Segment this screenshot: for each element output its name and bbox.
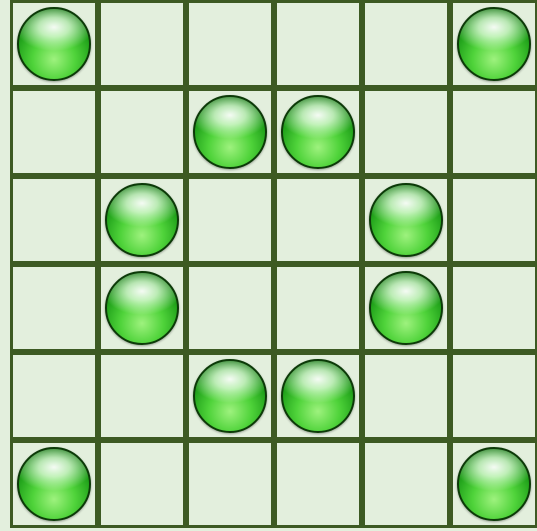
board-cell-r2-c4[interactable] <box>362 176 450 264</box>
board-cell-r4-c2[interactable] <box>186 352 274 440</box>
board-cell-r0-c0[interactable] <box>10 0 98 88</box>
board-cell-r3-c1[interactable] <box>98 264 186 352</box>
board-cell-r3-c2[interactable] <box>186 264 274 352</box>
board-cell-r3-c3[interactable] <box>274 264 362 352</box>
board-cell-r5-c4[interactable] <box>362 440 450 528</box>
board-cell-r5-c1[interactable] <box>98 440 186 528</box>
green-glossy-ball-icon[interactable] <box>457 447 531 521</box>
board-cell-r2-c1[interactable] <box>98 176 186 264</box>
board-cell-r5-c0[interactable] <box>10 440 98 528</box>
board-cell-r1-c0[interactable] <box>10 88 98 176</box>
board-cell-r5-c2[interactable] <box>186 440 274 528</box>
board-cell-r0-c2[interactable] <box>186 0 274 88</box>
green-glossy-ball-icon[interactable] <box>281 95 355 169</box>
green-glossy-ball-icon[interactable] <box>369 271 443 345</box>
green-glossy-ball-icon[interactable] <box>105 271 179 345</box>
green-glossy-ball-icon[interactable] <box>105 183 179 257</box>
board-cell-r5-c3[interactable] <box>274 440 362 528</box>
board-cell-r0-c4[interactable] <box>362 0 450 88</box>
board-cell-r4-c1[interactable] <box>98 352 186 440</box>
board-cell-r3-c5[interactable] <box>450 264 537 352</box>
green-glossy-ball-icon[interactable] <box>281 359 355 433</box>
board-cell-r4-c3[interactable] <box>274 352 362 440</box>
board-cell-r2-c0[interactable] <box>10 176 98 264</box>
green-glossy-ball-icon[interactable] <box>369 183 443 257</box>
board-cell-r3-c4[interactable] <box>362 264 450 352</box>
board-cell-r4-c4[interactable] <box>362 352 450 440</box>
board-cell-r0-c5[interactable] <box>450 0 537 88</box>
board-cell-r1-c2[interactable] <box>186 88 274 176</box>
board-cell-r2-c3[interactable] <box>274 176 362 264</box>
board-cell-r1-c5[interactable] <box>450 88 537 176</box>
board-cell-r4-c0[interactable] <box>10 352 98 440</box>
green-glossy-ball-icon[interactable] <box>193 95 267 169</box>
board-cell-r2-c2[interactable] <box>186 176 274 264</box>
board-cell-r4-c5[interactable] <box>450 352 537 440</box>
green-glossy-ball-icon[interactable] <box>457 7 531 81</box>
board-cell-r5-c5[interactable] <box>450 440 537 528</box>
green-glossy-ball-icon[interactable] <box>17 7 91 81</box>
board-cell-r1-c1[interactable] <box>98 88 186 176</box>
board-cell-r0-c3[interactable] <box>274 0 362 88</box>
board-cell-r1-c3[interactable] <box>274 88 362 176</box>
board-cell-r2-c5[interactable] <box>450 176 537 264</box>
green-glossy-ball-icon[interactable] <box>17 447 91 521</box>
board-cell-r3-c0[interactable] <box>10 264 98 352</box>
board-cell-r0-c1[interactable] <box>98 0 186 88</box>
board-cell-r1-c4[interactable] <box>362 88 450 176</box>
green-glossy-ball-icon[interactable] <box>193 359 267 433</box>
